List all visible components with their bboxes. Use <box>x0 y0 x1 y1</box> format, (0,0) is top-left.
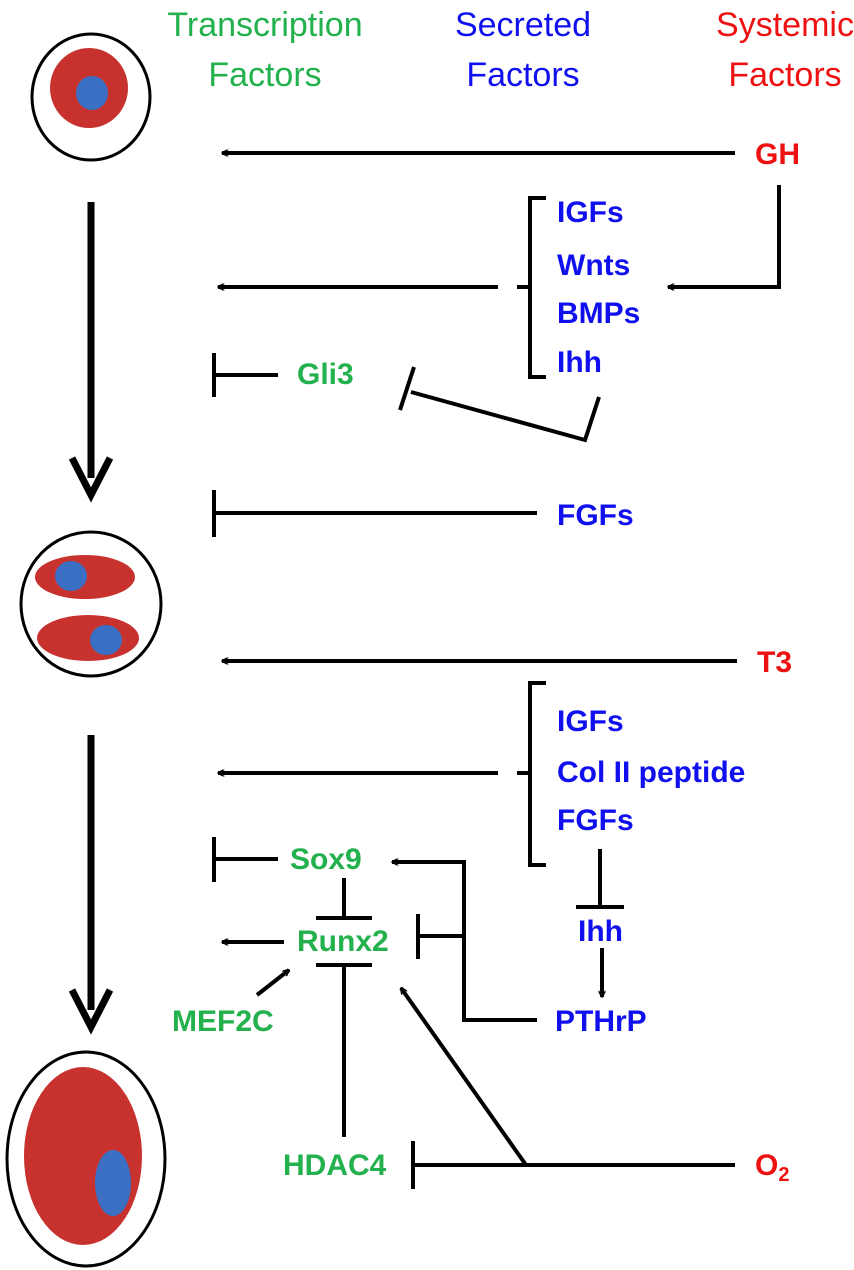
stage-arrow-2 <box>68 735 114 1035</box>
secreted-wnts: Wnts <box>557 249 630 282</box>
fgfs-inhibits-ihh <box>576 849 624 909</box>
o2-label: O2 <box>755 1149 789 1186</box>
secreted-igfs-1: IGFs <box>557 196 624 229</box>
gh-to-secreted-arrow <box>668 185 781 287</box>
secreted-col-ii-peptide: Col II peptide <box>557 756 745 789</box>
cell-proliferating <box>19 530 163 678</box>
gli3-label: Gli3 <box>297 358 354 391</box>
sox9-inhibit <box>212 837 278 882</box>
sox9-label: Sox9 <box>290 843 362 876</box>
hdac4-label: HDAC4 <box>283 1149 387 1182</box>
stage-arrow-1 <box>68 202 114 503</box>
secreted-group1-bracket <box>517 196 546 379</box>
secreted-group2-list: IGFs Col II peptide FGFs <box>557 705 745 837</box>
o2-label-subscript: 2 <box>778 1164 789 1186</box>
cell-resting <box>30 32 152 162</box>
mef2c-label: MEF2C <box>172 1005 274 1038</box>
cell-hypertrophic <box>5 1050 167 1268</box>
header-secreted-line2: Factors <box>466 56 579 94</box>
header-systemic-line1: Systemic <box>716 6 854 44</box>
hdac4-inhibits-runx2 <box>316 963 372 1137</box>
ihh-label: Ihh <box>578 915 623 948</box>
o2-inhibits-hdac4 <box>411 1141 735 1189</box>
fgfs-label: FGFs <box>557 499 634 532</box>
secreted-bmps: BMPs <box>557 297 640 330</box>
header-systemic-line2: Factors <box>728 56 841 94</box>
pthrp-to-sox9-arrow <box>392 862 537 1022</box>
secreted-igfs-2: IGFs <box>557 705 624 738</box>
secreted-group1-list: IGFs Wnts BMPs Ihh <box>557 196 640 379</box>
secreted-fgfs-2: FGFs <box>557 804 634 837</box>
runx2-label: Runx2 <box>297 925 389 958</box>
gh-label: GH <box>755 138 800 171</box>
t3-label: T3 <box>757 646 792 679</box>
pthrp-inhibits-runx2 <box>416 914 464 959</box>
sox9-inhibits-runx2 <box>316 878 372 920</box>
secreted-group2-bracket <box>517 681 546 867</box>
header-transcription-line1: Transcription <box>167 6 362 44</box>
mef2c-to-runx2-arrow <box>255 968 289 997</box>
header-secreted-line1: Secreted <box>455 6 591 44</box>
o2-label-base: O <box>755 1149 778 1182</box>
header-transcription-line2: Factors <box>208 56 321 94</box>
gli3-inhibit <box>212 353 278 397</box>
fgfs-inhibit <box>212 490 537 537</box>
o2-to-runx2-arrow <box>399 988 528 1167</box>
secreted-ihh-1: Ihh <box>557 346 602 379</box>
ihh-inhibits-gli3 <box>398 366 601 443</box>
pthrp-label: PTHrP <box>555 1005 647 1038</box>
